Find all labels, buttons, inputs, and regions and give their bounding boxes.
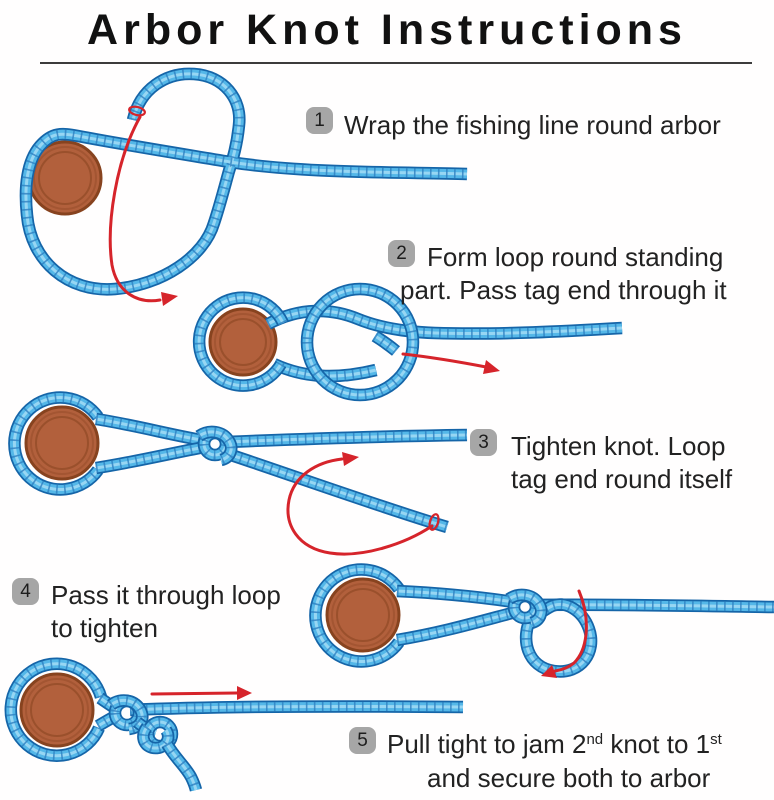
step-2-text-line-1: Form loop round standing <box>427 242 724 272</box>
step-2-number-badge: 2 <box>388 240 415 267</box>
step-4-illustration <box>310 555 774 678</box>
step-5-superscript-st: st <box>710 731 722 748</box>
arbor-spool <box>208 307 278 377</box>
step-5-text-part-b: knot to 1 <box>603 729 711 759</box>
arbor-spool <box>19 672 95 748</box>
knot <box>509 595 541 623</box>
step-3-number-badge: 3 <box>470 429 497 456</box>
page-title: Arbor Knot Instructions <box>87 6 687 54</box>
step-3-text-line-1: Tighten knot. Loop <box>511 431 726 461</box>
step-1-text: Wrap the fishing line round arbor <box>344 110 721 140</box>
knot <box>111 700 196 790</box>
step-4-text-line-2: to tighten <box>51 613 158 643</box>
step-5-number-badge: 5 <box>349 727 376 754</box>
direction-arrow <box>150 686 252 700</box>
fishing-line-rope <box>14 398 467 528</box>
arbor-spool <box>27 140 103 216</box>
title-underline <box>40 62 752 64</box>
step-1-number-badge: 1 <box>306 107 333 134</box>
step-4-text-line-1: Pass it through loop <box>51 580 281 610</box>
step-3-text-line-2: tag end round itself <box>511 464 733 494</box>
direction-arrow <box>541 589 588 678</box>
step-5-text-line-2: and secure both to arbor <box>427 763 711 793</box>
knot <box>199 432 231 460</box>
direction-arrow <box>401 352 500 374</box>
step-5-illustration <box>0 650 480 800</box>
step-2-text-line-2: part. Pass tag end through it <box>400 275 727 305</box>
fishing-line-rope <box>315 570 774 672</box>
arbor-spool <box>24 405 100 481</box>
step-5-superscript-nd: nd <box>586 731 604 748</box>
step-5-text-part-a: Pull tight to jam 2 <box>387 729 587 759</box>
step-3-illustration <box>0 395 480 556</box>
step-4-number-badge: 4 <box>12 578 39 605</box>
direction-arrow <box>108 105 178 306</box>
step-5-text-line-1: Pull tight to jam 2nd knot to 1st <box>387 728 722 765</box>
direction-arrow <box>286 452 440 556</box>
arbor-spool <box>325 577 401 653</box>
